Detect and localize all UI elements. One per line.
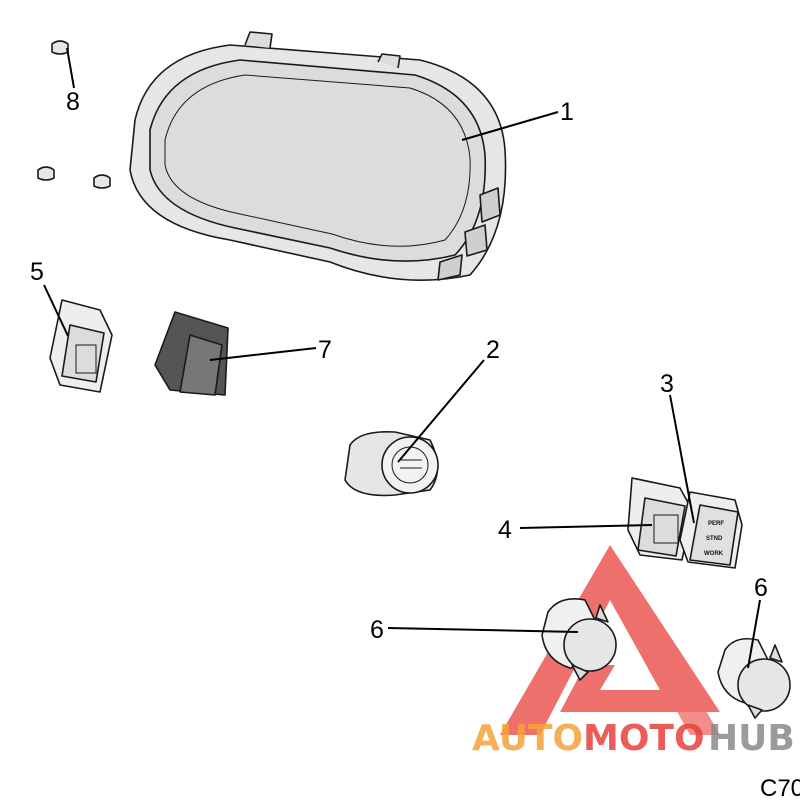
callout-2: 2 xyxy=(486,336,500,364)
mode-label-stnd: STND xyxy=(706,536,723,542)
leader-line-7 xyxy=(209,347,317,361)
callout-6-left: 6 xyxy=(370,616,384,644)
instrument-cluster-part-1 xyxy=(129,31,507,281)
leader-line-5 xyxy=(43,284,69,337)
watermark-hub: HUB xyxy=(708,718,795,759)
leader-line-6a xyxy=(387,627,579,633)
switch-part-4 xyxy=(627,477,693,561)
screw-part-8 xyxy=(37,40,111,189)
callout-1: 1 xyxy=(560,98,574,126)
mode-label-perf: PERF xyxy=(708,521,724,527)
leader-line-6b xyxy=(747,599,761,669)
callout-5: 5 xyxy=(30,258,44,286)
callout-4: 4 xyxy=(498,516,512,544)
drawing-code: C70 xyxy=(760,775,800,800)
power-outlet-part-6-right xyxy=(717,637,791,719)
leader-line-3 xyxy=(669,394,695,524)
mode-switch-part-3: PERF STND WORK xyxy=(679,491,743,569)
callout-8: 8 xyxy=(66,88,80,116)
leader-lines xyxy=(43,47,761,669)
ignition-switch-part-2 xyxy=(344,430,439,497)
callout-6-right: 6 xyxy=(754,574,768,602)
mode-label-work: WORK xyxy=(704,551,724,557)
watermark-text: AUTO MOTO HUB xyxy=(472,718,795,759)
switch-part-5 xyxy=(49,299,113,393)
callout-3: 3 xyxy=(660,370,674,398)
leader-line-4 xyxy=(519,524,653,529)
leader-line-8 xyxy=(66,47,75,89)
callout-7: 7 xyxy=(318,336,332,364)
leader-line-1 xyxy=(461,111,559,141)
watermark-moto: MOTO xyxy=(583,718,705,759)
switch-part-7 xyxy=(154,311,229,396)
watermark-logo xyxy=(500,545,720,735)
leader-line-2 xyxy=(397,359,485,463)
watermark-auto: AUTO xyxy=(472,718,583,759)
